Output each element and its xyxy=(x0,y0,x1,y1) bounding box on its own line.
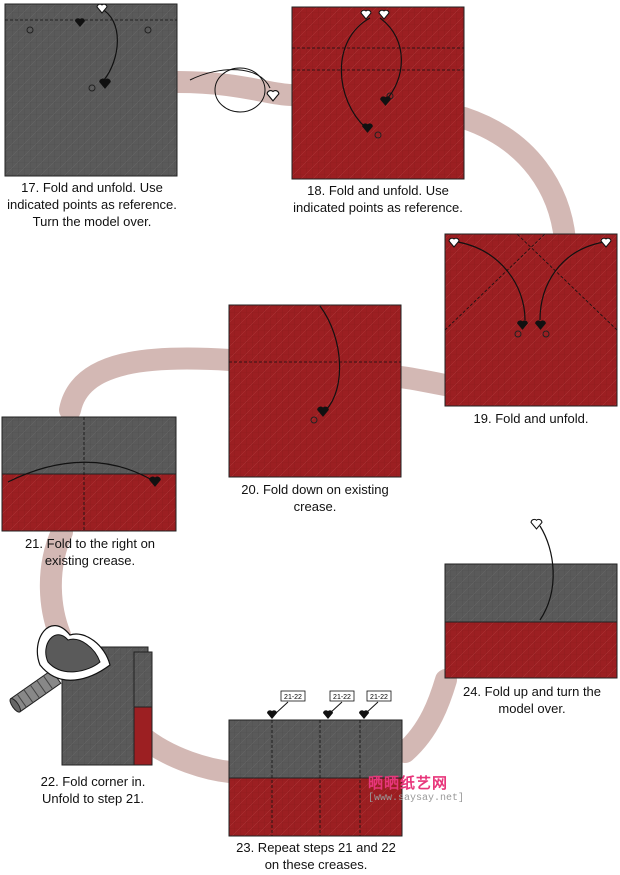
step-23-tag: 21-22 xyxy=(366,690,392,702)
step-23-tag: 21-22 xyxy=(280,690,306,702)
step-24-diagram xyxy=(444,518,618,679)
step-21-diagram xyxy=(1,416,177,532)
step-20-diagram xyxy=(228,304,402,478)
step-17-caption: 17. Fold and unfold. Use indicated point… xyxy=(7,180,177,229)
step-19-diagram xyxy=(444,233,618,407)
site-watermark: 晒晒纸艺网 [www.saysay.net] xyxy=(368,772,488,804)
step-20-caption: 20. Fold down on existing crease. xyxy=(241,482,389,514)
step-23-tag: 21-22 xyxy=(329,690,355,702)
step-18-caption: 18. Fold and unfold. Use indicated point… xyxy=(293,183,463,215)
step-22-caption: 22. Fold corner in. Unfold to step 21. xyxy=(40,774,146,806)
step-18-diagram xyxy=(291,6,465,180)
step-23-tags: 21-22 21-22 21-22 xyxy=(280,690,392,702)
step-22-diagram xyxy=(9,625,153,766)
step-23-diagram xyxy=(228,701,403,837)
step-23-caption: 23. Repeat steps 21 and 22 on these crea… xyxy=(236,840,396,872)
svg-text:21-22: 21-22 xyxy=(284,694,302,701)
step-21-caption: 21. Fold to the right on existing crease… xyxy=(24,536,156,568)
svg-text:21-22: 21-22 xyxy=(333,694,351,701)
watermark-chinese: 晒晒纸艺网 xyxy=(368,775,449,792)
step-17-diagram xyxy=(4,3,280,177)
svg-text:21-22: 21-22 xyxy=(370,694,388,701)
step-24-caption: 24. Fold up and turn the model over. xyxy=(462,684,602,716)
step-19-caption: 19. Fold and unfold. xyxy=(473,411,589,426)
watermark-url: [www.saysay.net] xyxy=(368,793,465,804)
